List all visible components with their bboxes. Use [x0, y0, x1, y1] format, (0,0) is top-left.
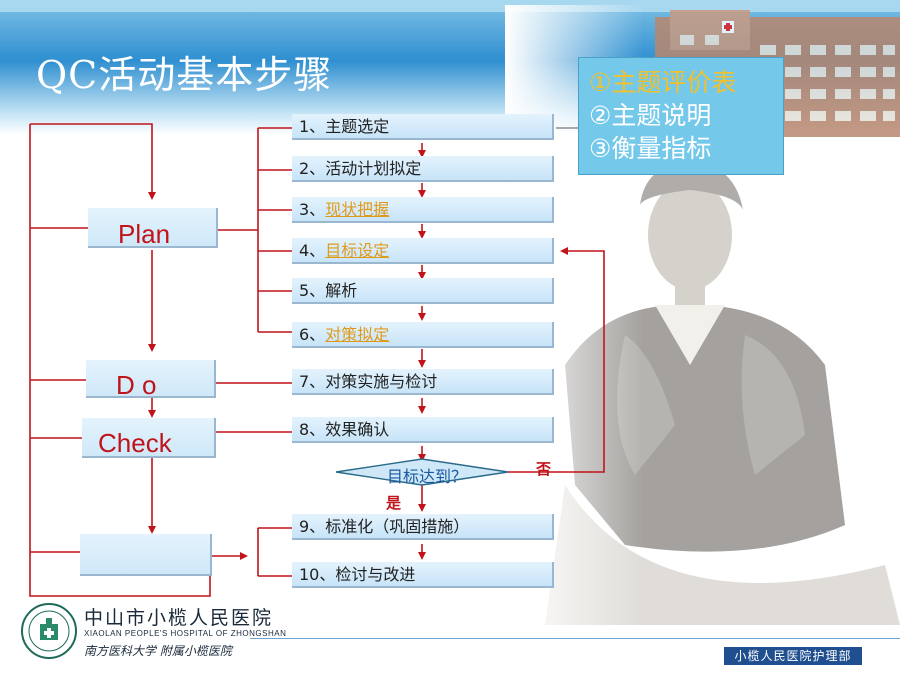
step-label: 解析	[325, 281, 358, 300]
step-label: 对策实施与检讨	[325, 372, 438, 391]
step-label: 活动计划拟定	[325, 159, 422, 178]
step-8: 8、效果确认	[292, 417, 554, 443]
phase-do: D o	[86, 360, 216, 398]
step-number: 8、	[299, 420, 326, 439]
footer-divider	[250, 638, 900, 639]
step-number: 5、	[299, 281, 326, 300]
step-10: 10、检讨与改进	[292, 562, 554, 588]
step-label: 检讨与改进	[335, 565, 416, 584]
decision-yes: 是	[386, 494, 402, 512]
info-box: ①主题评价表 ②主题说明 ③衡量指标	[578, 57, 784, 175]
step-5: 5、解析	[292, 278, 554, 304]
decision-label: 目标达到？	[386, 467, 467, 486]
step-9: 9、标准化（巩固措施）	[292, 514, 554, 540]
info-line-3: ③衡量指标	[589, 134, 712, 163]
step-link[interactable]: 目标设定	[325, 241, 390, 260]
info-line-1[interactable]: ①主题评价表	[589, 68, 737, 97]
step-number: 7、	[299, 372, 326, 391]
step-2: 2、活动计划拟定	[292, 156, 554, 182]
phase-act	[80, 534, 212, 576]
step-number: 3、	[299, 200, 326, 219]
step-number: 10、	[299, 565, 336, 584]
step-number: 1、	[299, 117, 326, 136]
phase-check-label: Check	[98, 428, 172, 458]
hospital-name: 中山市小榄人民医院	[84, 607, 274, 629]
step-6: 6、对策拟定	[292, 322, 554, 348]
phase-check: Check	[82, 418, 216, 458]
hospital-affiliation: 南方医科大学 附属小榄医院	[84, 644, 232, 658]
step-number: 6、	[299, 325, 326, 344]
phase-plan: Plan	[88, 208, 218, 248]
phase-plan-label: Plan	[118, 219, 171, 249]
decision-diamond	[335, 458, 509, 486]
step-7: 7、对策实施与检讨	[292, 369, 554, 395]
step-number: 9、	[299, 517, 326, 536]
hospital-logo-icon	[21, 603, 77, 659]
phase-do-label: D o	[116, 370, 157, 400]
info-line-2: ②主题说明	[589, 101, 712, 130]
hospital-english-name: XIAOLAN PEOPLE'S HOSPITAL OF ZHONGSHAN	[84, 629, 287, 638]
step-link[interactable]: 对策拟定	[325, 325, 390, 344]
step-label: 标准化（巩固措施）	[325, 517, 470, 536]
step-3: 3、现状把握	[292, 197, 554, 223]
step-link[interactable]: 现状把握	[325, 200, 390, 219]
step-number: 4、	[299, 241, 326, 260]
step-1: 1、主题选定	[292, 114, 554, 140]
step-label: 效果确认	[325, 420, 390, 439]
step-number: 2、	[299, 159, 326, 178]
department-badge: 小榄人民医院护理部	[724, 647, 862, 665]
decision-no: 否	[536, 460, 552, 478]
step-4: 4、目标设定	[292, 238, 554, 264]
step-label: 主题选定	[325, 117, 390, 136]
page-title: QC活动基本步骤	[36, 53, 333, 97]
